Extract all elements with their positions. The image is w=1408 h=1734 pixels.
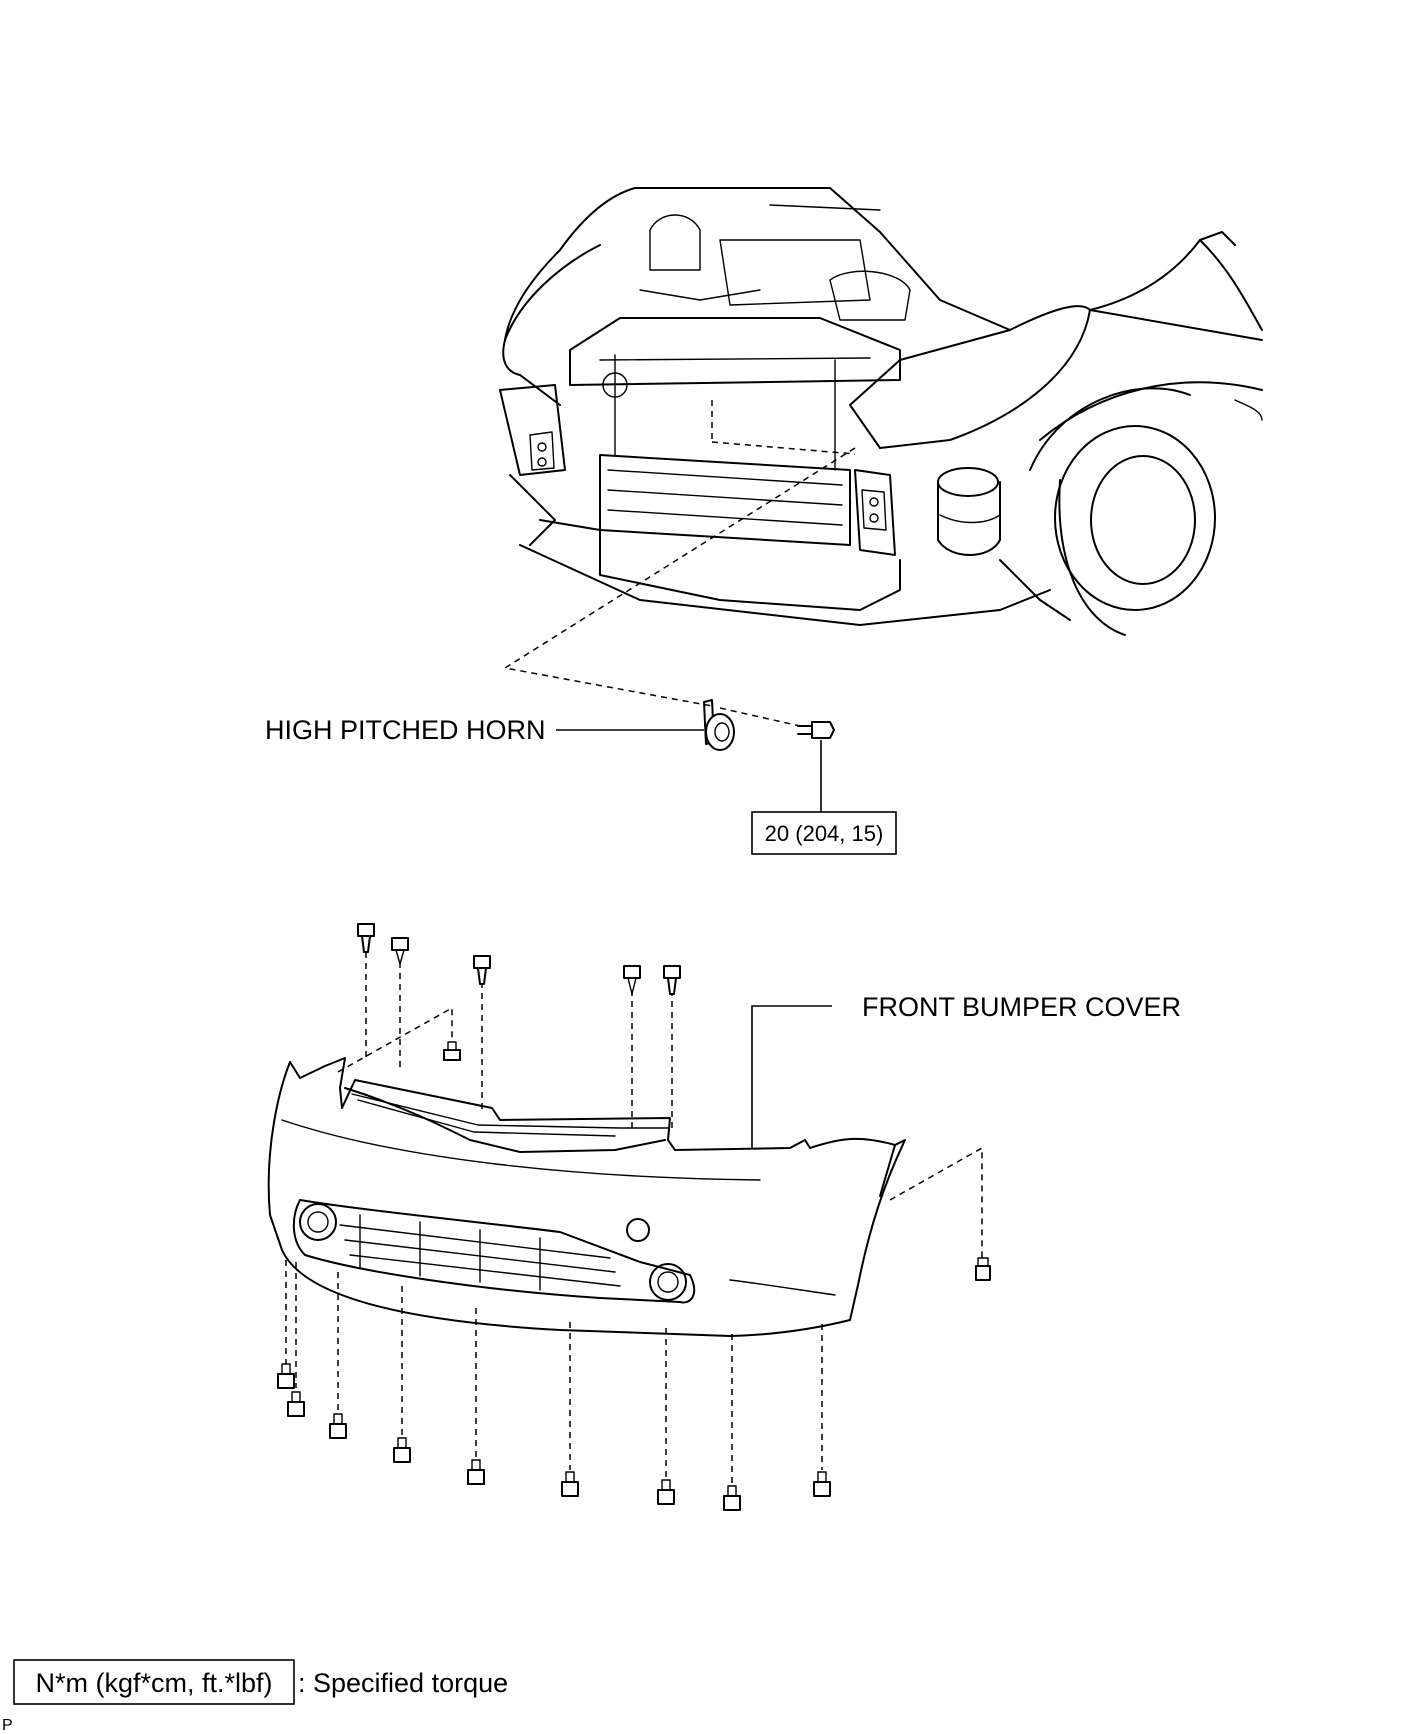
vehicle-front-illustration xyxy=(499,187,1263,636)
screw-icon xyxy=(657,1479,675,1505)
horn-label: HIGH PITCHED HORN xyxy=(265,715,546,745)
legend-unit: N*m (kgf*cm, ft.*lbf) xyxy=(35,1668,272,1698)
bumper-side-screw xyxy=(889,1146,991,1281)
bumper-label: FRONT BUMPER COVER xyxy=(862,992,1181,1022)
screw-icon xyxy=(723,1485,741,1511)
corner-mark: P xyxy=(2,1717,13,1734)
bumper-leader-line xyxy=(751,1005,832,1148)
legend-description: : Specified torque xyxy=(298,1668,508,1698)
clip-icon xyxy=(473,955,491,985)
front-bumper-cover xyxy=(267,1057,906,1337)
screw-icon xyxy=(623,965,641,995)
torque-value-box xyxy=(751,811,897,855)
screw-icon xyxy=(813,1471,831,1497)
horn-bolt-icon xyxy=(797,721,835,739)
screw-icon xyxy=(467,1459,485,1485)
screw-icon xyxy=(329,1413,347,1439)
bumper-bottom-screws xyxy=(277,1260,831,1511)
screw-icon xyxy=(277,1363,295,1389)
torque-value: 20 (204, 15) xyxy=(765,821,884,846)
bumper-top-clips xyxy=(337,923,681,1128)
screw-icon xyxy=(391,937,409,965)
clip-icon xyxy=(357,923,375,953)
screw-icon xyxy=(443,1041,461,1061)
high-pitched-horn xyxy=(703,699,735,751)
clip-icon xyxy=(663,965,681,995)
screw-icon xyxy=(393,1437,411,1463)
screw-icon xyxy=(561,1471,579,1497)
screw-icon xyxy=(287,1391,305,1417)
horn-mount-dashed-lines xyxy=(502,400,856,727)
legend-unit-box xyxy=(13,1659,295,1705)
